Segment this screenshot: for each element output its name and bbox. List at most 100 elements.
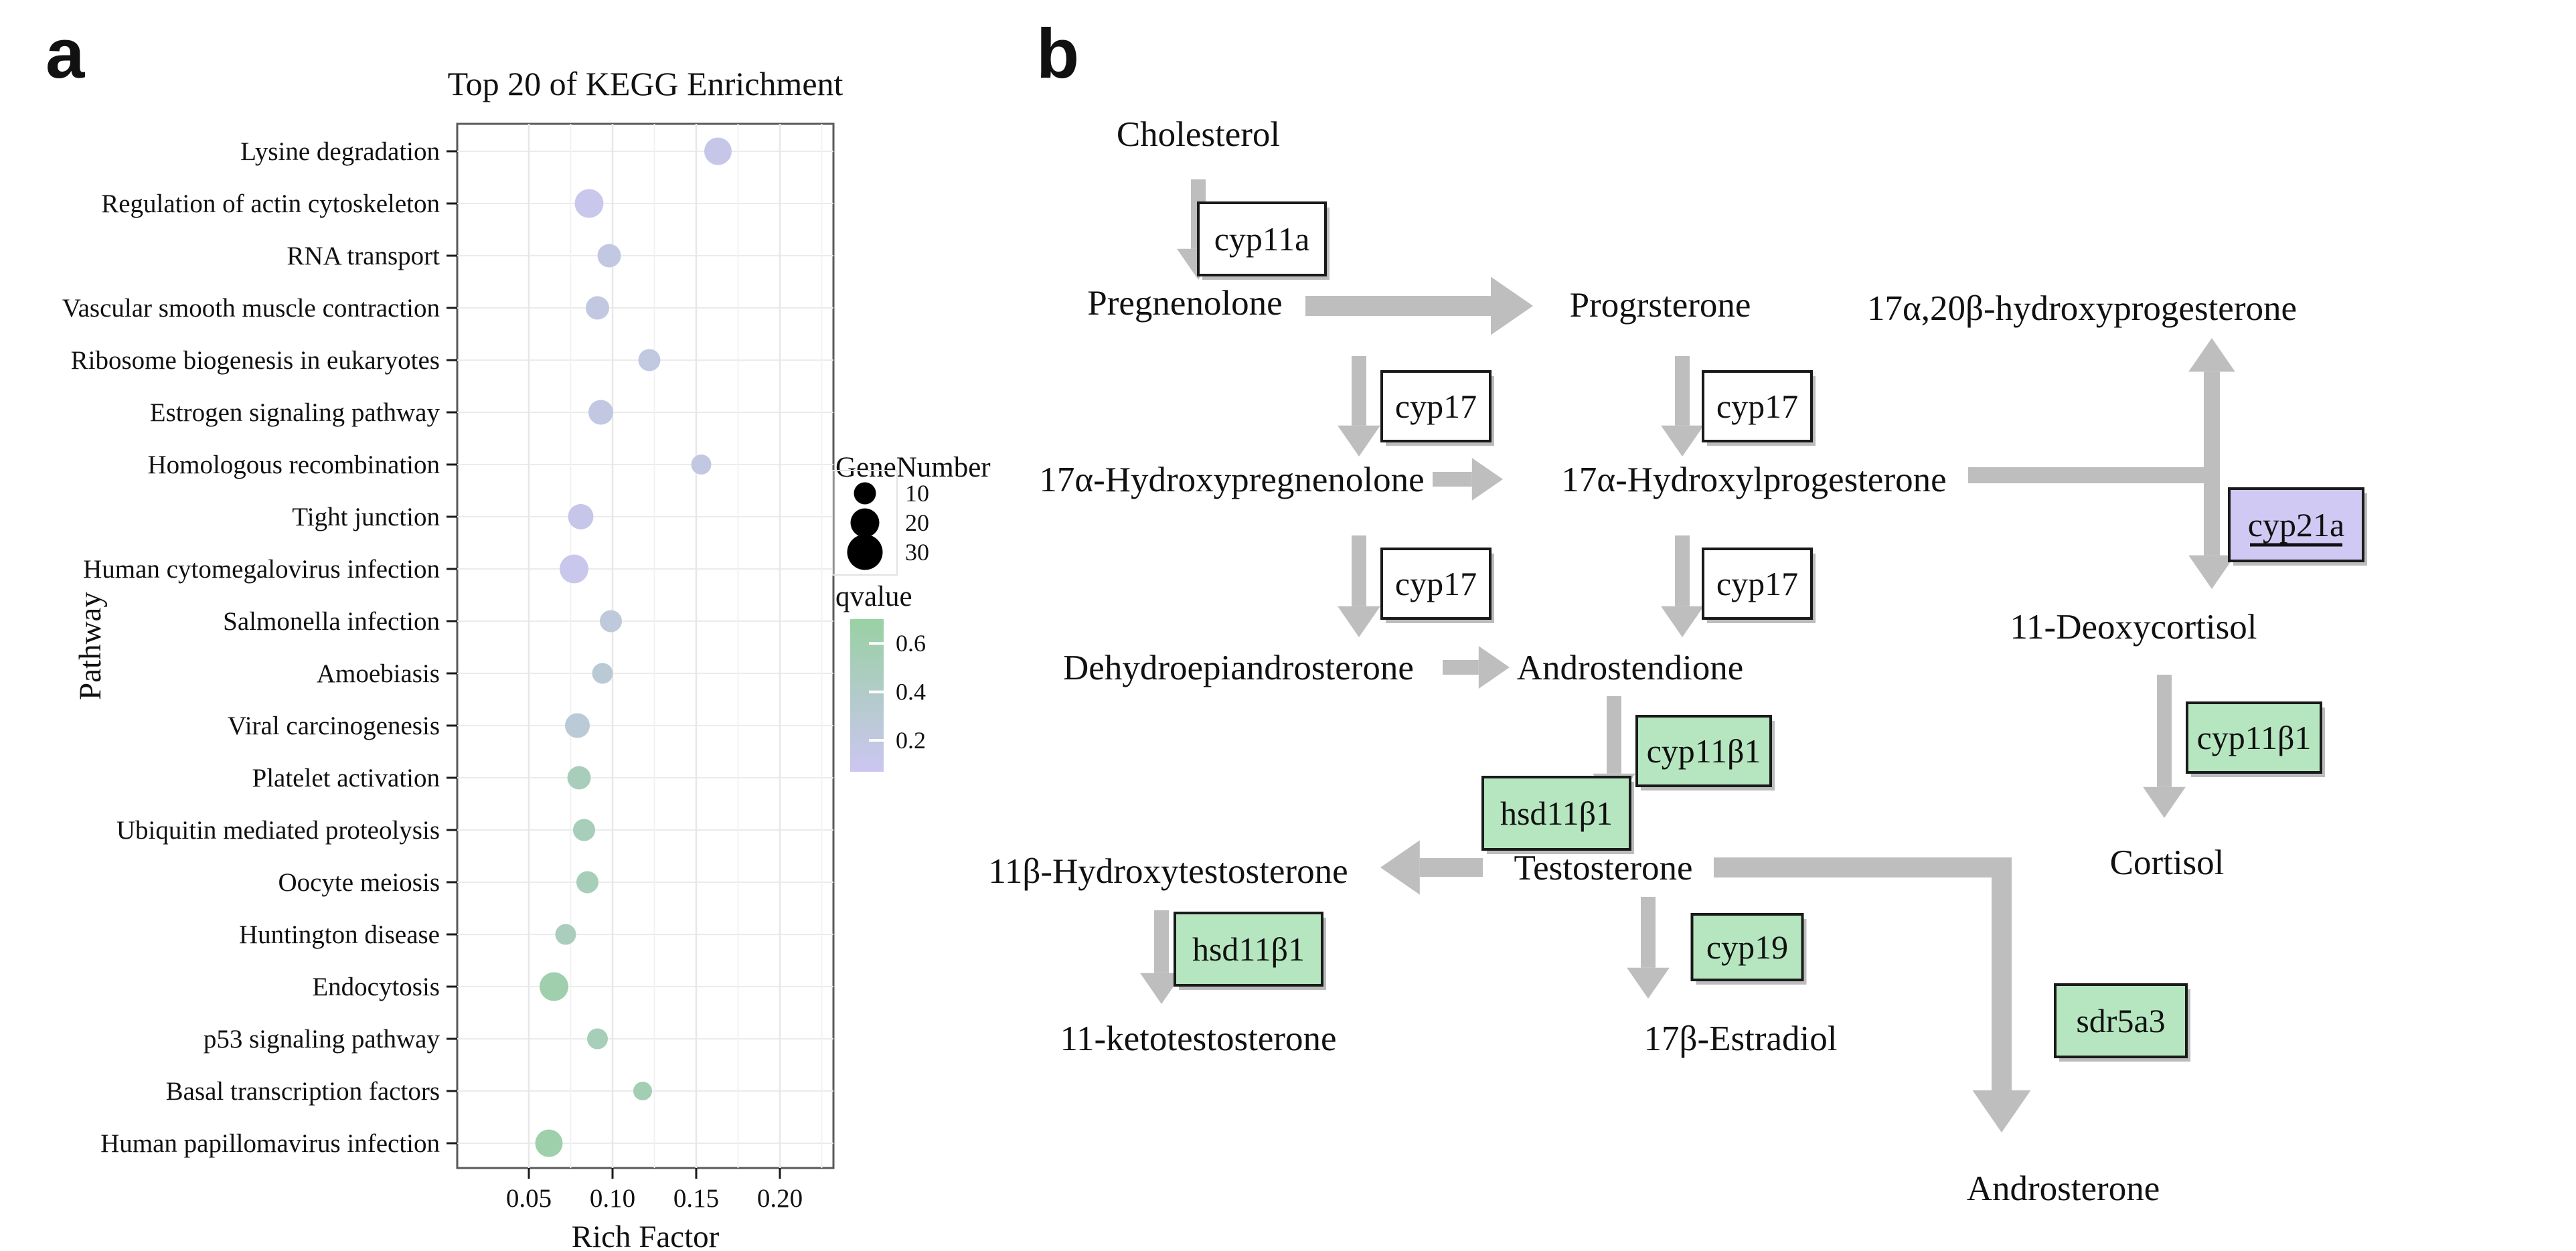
y-tick-label: Huntington disease xyxy=(239,920,440,949)
enzyme-box xyxy=(2228,487,2364,562)
arrow-head xyxy=(1972,1090,2031,1133)
size-legend-label: 10 xyxy=(905,480,929,507)
bubble xyxy=(600,610,622,633)
arrow-head xyxy=(2188,338,2235,372)
metabolite-label: Androsterone xyxy=(1967,1169,2160,1208)
enzyme-label: cyp19 xyxy=(1706,928,1788,966)
y-tick-label: Oocyte meiosis xyxy=(278,868,440,897)
metabolite-label: 17α-Hydroxylprogesterone xyxy=(1561,461,1946,499)
bubble xyxy=(633,1082,652,1100)
bubble xyxy=(574,189,604,218)
bubble xyxy=(567,766,591,790)
enzyme-label: cyp21a xyxy=(2248,506,2344,544)
bubble xyxy=(555,924,576,945)
metabolite-label: 17β-Estradiol xyxy=(1644,1019,1838,1058)
arrow-shaft xyxy=(1714,857,2012,1090)
bubble xyxy=(540,972,568,1001)
arrow-head xyxy=(1338,606,1380,637)
bubble xyxy=(535,1129,563,1157)
x-axis-title: Rich Factor xyxy=(572,1220,720,1251)
metabolite-label: 11β-Hydroxytestosterone xyxy=(988,852,1348,891)
bubble xyxy=(704,137,732,165)
size-legend-circle xyxy=(850,508,880,537)
y-tick-label: Lysine degradation xyxy=(240,137,440,166)
enzyme-label: cyp11β1 xyxy=(2197,719,2312,756)
metabolite-label: 11-Deoxycortisol xyxy=(2010,608,2257,647)
panel-a-label: a xyxy=(46,15,85,93)
metabolite-label: Testosterone xyxy=(1514,849,1692,888)
enzyme-label: hsd11β1 xyxy=(1500,795,1613,832)
enzyme-label: cyp17 xyxy=(1716,388,1798,425)
metabolite-label: Progrsterone xyxy=(1570,286,1751,325)
y-tick-label: RNA transport xyxy=(287,242,440,270)
bubble xyxy=(691,454,712,475)
y-tick-label: Amoebiasis xyxy=(317,659,440,688)
bubble xyxy=(588,400,613,425)
qvalue-tick-label: 0.6 xyxy=(896,630,926,657)
bubble xyxy=(592,663,613,684)
enzyme-label: cyp11a xyxy=(1214,220,1310,258)
chart-title: Top 20 of KEGG Enrichment xyxy=(448,65,843,102)
panel-b-label: b xyxy=(1036,15,1080,93)
kegg-enrichment-bubble-chart: Top 20 of KEGG Enrichment 0.05 0.10 0.15 0.2… xyxy=(62,65,991,1251)
y-tick-label: Tight junction xyxy=(292,503,440,531)
arrow-head xyxy=(1478,646,1510,689)
y-tick-label: Endocytosis xyxy=(312,973,440,1001)
y-tick-label: Basal transcription factors xyxy=(166,1077,440,1106)
enzyme-box xyxy=(1702,370,1813,442)
metabolite-label: Pregnenolone xyxy=(1087,284,1282,323)
plot-area xyxy=(456,122,835,1169)
y-tick-label: Human papillomavirus infection xyxy=(100,1129,440,1158)
enzyme-box xyxy=(1197,201,1327,276)
enzyme-box xyxy=(1481,776,1631,851)
y-tick-label: Homologous recombination xyxy=(147,450,440,479)
arrow-head xyxy=(1491,276,1533,335)
metabolite-label: 11-ketotestosterone xyxy=(1060,1019,1336,1058)
bubble xyxy=(568,504,594,529)
bubble xyxy=(565,713,590,738)
enzyme-box xyxy=(1380,370,1492,442)
y-tick-label: Salmonella infection xyxy=(223,607,440,636)
y-axis-title: Pathway xyxy=(73,592,108,700)
arrow-head xyxy=(2188,555,2235,589)
arrow-head xyxy=(1380,840,1420,895)
enzyme-label: hsd11β1 xyxy=(1192,930,1305,968)
bubble xyxy=(573,819,595,841)
metabolite-label: Dehydroepiandrosterone xyxy=(1063,649,1414,687)
arrow-head xyxy=(1627,967,1670,999)
bubble xyxy=(587,1028,608,1050)
enzyme-label: cyp17 xyxy=(1716,565,1798,602)
enzyme-box xyxy=(2186,701,2322,774)
enzyme-box xyxy=(1702,548,1813,620)
bubble xyxy=(597,244,621,268)
enzyme-box xyxy=(2054,983,2188,1058)
enzyme-box xyxy=(1174,912,1323,987)
y-tick-label: Estrogen signaling pathway xyxy=(150,398,440,427)
y-tick-label: Ribosome biogenesis in eukaryotes xyxy=(71,346,440,375)
x-tick-label: 0.05 xyxy=(506,1184,552,1213)
color-legend-title: qvalue xyxy=(835,581,912,612)
bubble xyxy=(560,554,588,584)
enzyme-label: cyp11β1 xyxy=(1647,732,1761,770)
y-tick-label: p53 signaling pathway xyxy=(204,1025,440,1054)
enzyme-label: sdr5a3 xyxy=(2076,1002,2165,1039)
metabolite-label: 17α,20β-hydroxyprogesterone xyxy=(1867,289,2297,328)
size-legend-title: GeneNumber xyxy=(835,452,991,483)
y-tick-label: Viral carcinogenesis xyxy=(228,712,440,740)
arrow-head xyxy=(1471,458,1503,501)
qvalue-tick-label: 0.2 xyxy=(896,727,926,754)
enzyme-box xyxy=(1690,913,1804,981)
y-tick-label: Ubiquitin mediated proteolysis xyxy=(116,816,440,845)
x-tick-label: 0.15 xyxy=(673,1184,719,1213)
enzyme-label: cyp17 xyxy=(1395,388,1477,425)
size-legend-circle xyxy=(854,482,876,505)
arrow-head xyxy=(2143,786,2186,818)
arrow-head xyxy=(1661,606,1704,637)
qvalue-tick-label: 0.4 xyxy=(896,679,926,705)
size-legend-label: 20 xyxy=(905,509,929,536)
size-legend-circle xyxy=(847,534,883,570)
x-tick-label: 0.10 xyxy=(590,1184,635,1213)
metabolite-label: 17α-Hydroxypregnenolone xyxy=(1039,461,1424,499)
y-tick-label: Vascular smooth muscle contraction xyxy=(62,294,440,323)
